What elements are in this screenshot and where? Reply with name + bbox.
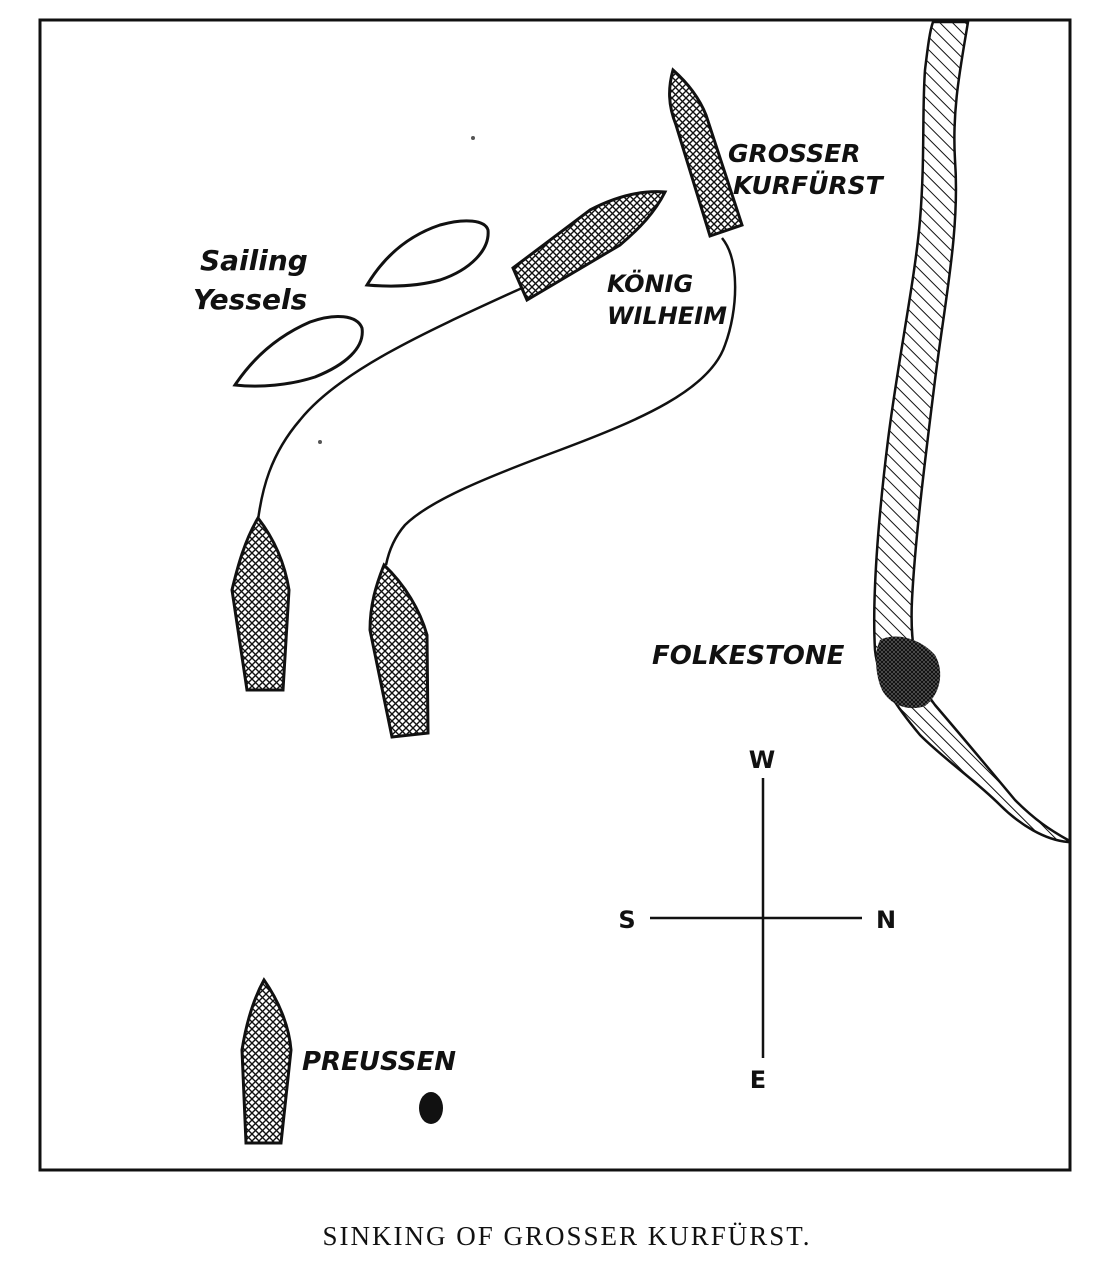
compass-east-label: E	[750, 1066, 766, 1094]
label-konig-wilheim-line1: KÖNIG	[607, 268, 693, 298]
track-grosser-kurfurst	[384, 237, 737, 566]
label-preussen: PREUSSEN	[302, 1047, 456, 1077]
map-frame	[38, 18, 1072, 1172]
speck-2	[318, 440, 322, 444]
sailing-vessel-upper	[364, 219, 490, 288]
label-sailing-vessels-line1: Sailing	[200, 244, 308, 277]
label-konig-wilheim-line2: WILHEIM	[607, 302, 727, 330]
compass-west-label: W	[749, 746, 775, 774]
compass-north-label: N	[876, 906, 896, 934]
ship-konig-wilheim	[511, 190, 668, 303]
sailing-vessel-lower	[232, 315, 364, 388]
folkestone-town	[876, 636, 941, 709]
compass-rose: W S N E	[618, 746, 896, 1094]
ship-preussen	[240, 977, 293, 1145]
label-grosser-kurfurst-line2: KURFÜRST	[733, 170, 885, 200]
label-folkestone: FOLKESTONE	[652, 641, 845, 671]
ship-grosser-kurfurst	[668, 67, 744, 238]
ship-left-ironclad	[230, 515, 291, 692]
figure-caption: SINKING OF GROSSER KURFÜRST.	[322, 1221, 811, 1251]
speck-1	[471, 136, 475, 140]
coastline	[872, 20, 1070, 844]
label-sailing-vessels-line2: Yessels	[193, 283, 307, 316]
label-grosser-kurfurst-line1: GROSSER	[728, 139, 860, 168]
track-konig-wilheim	[256, 286, 523, 521]
sinking-position-marker	[419, 1092, 443, 1124]
ship-right-ironclad	[368, 562, 430, 739]
compass-south-label: S	[618, 906, 635, 934]
